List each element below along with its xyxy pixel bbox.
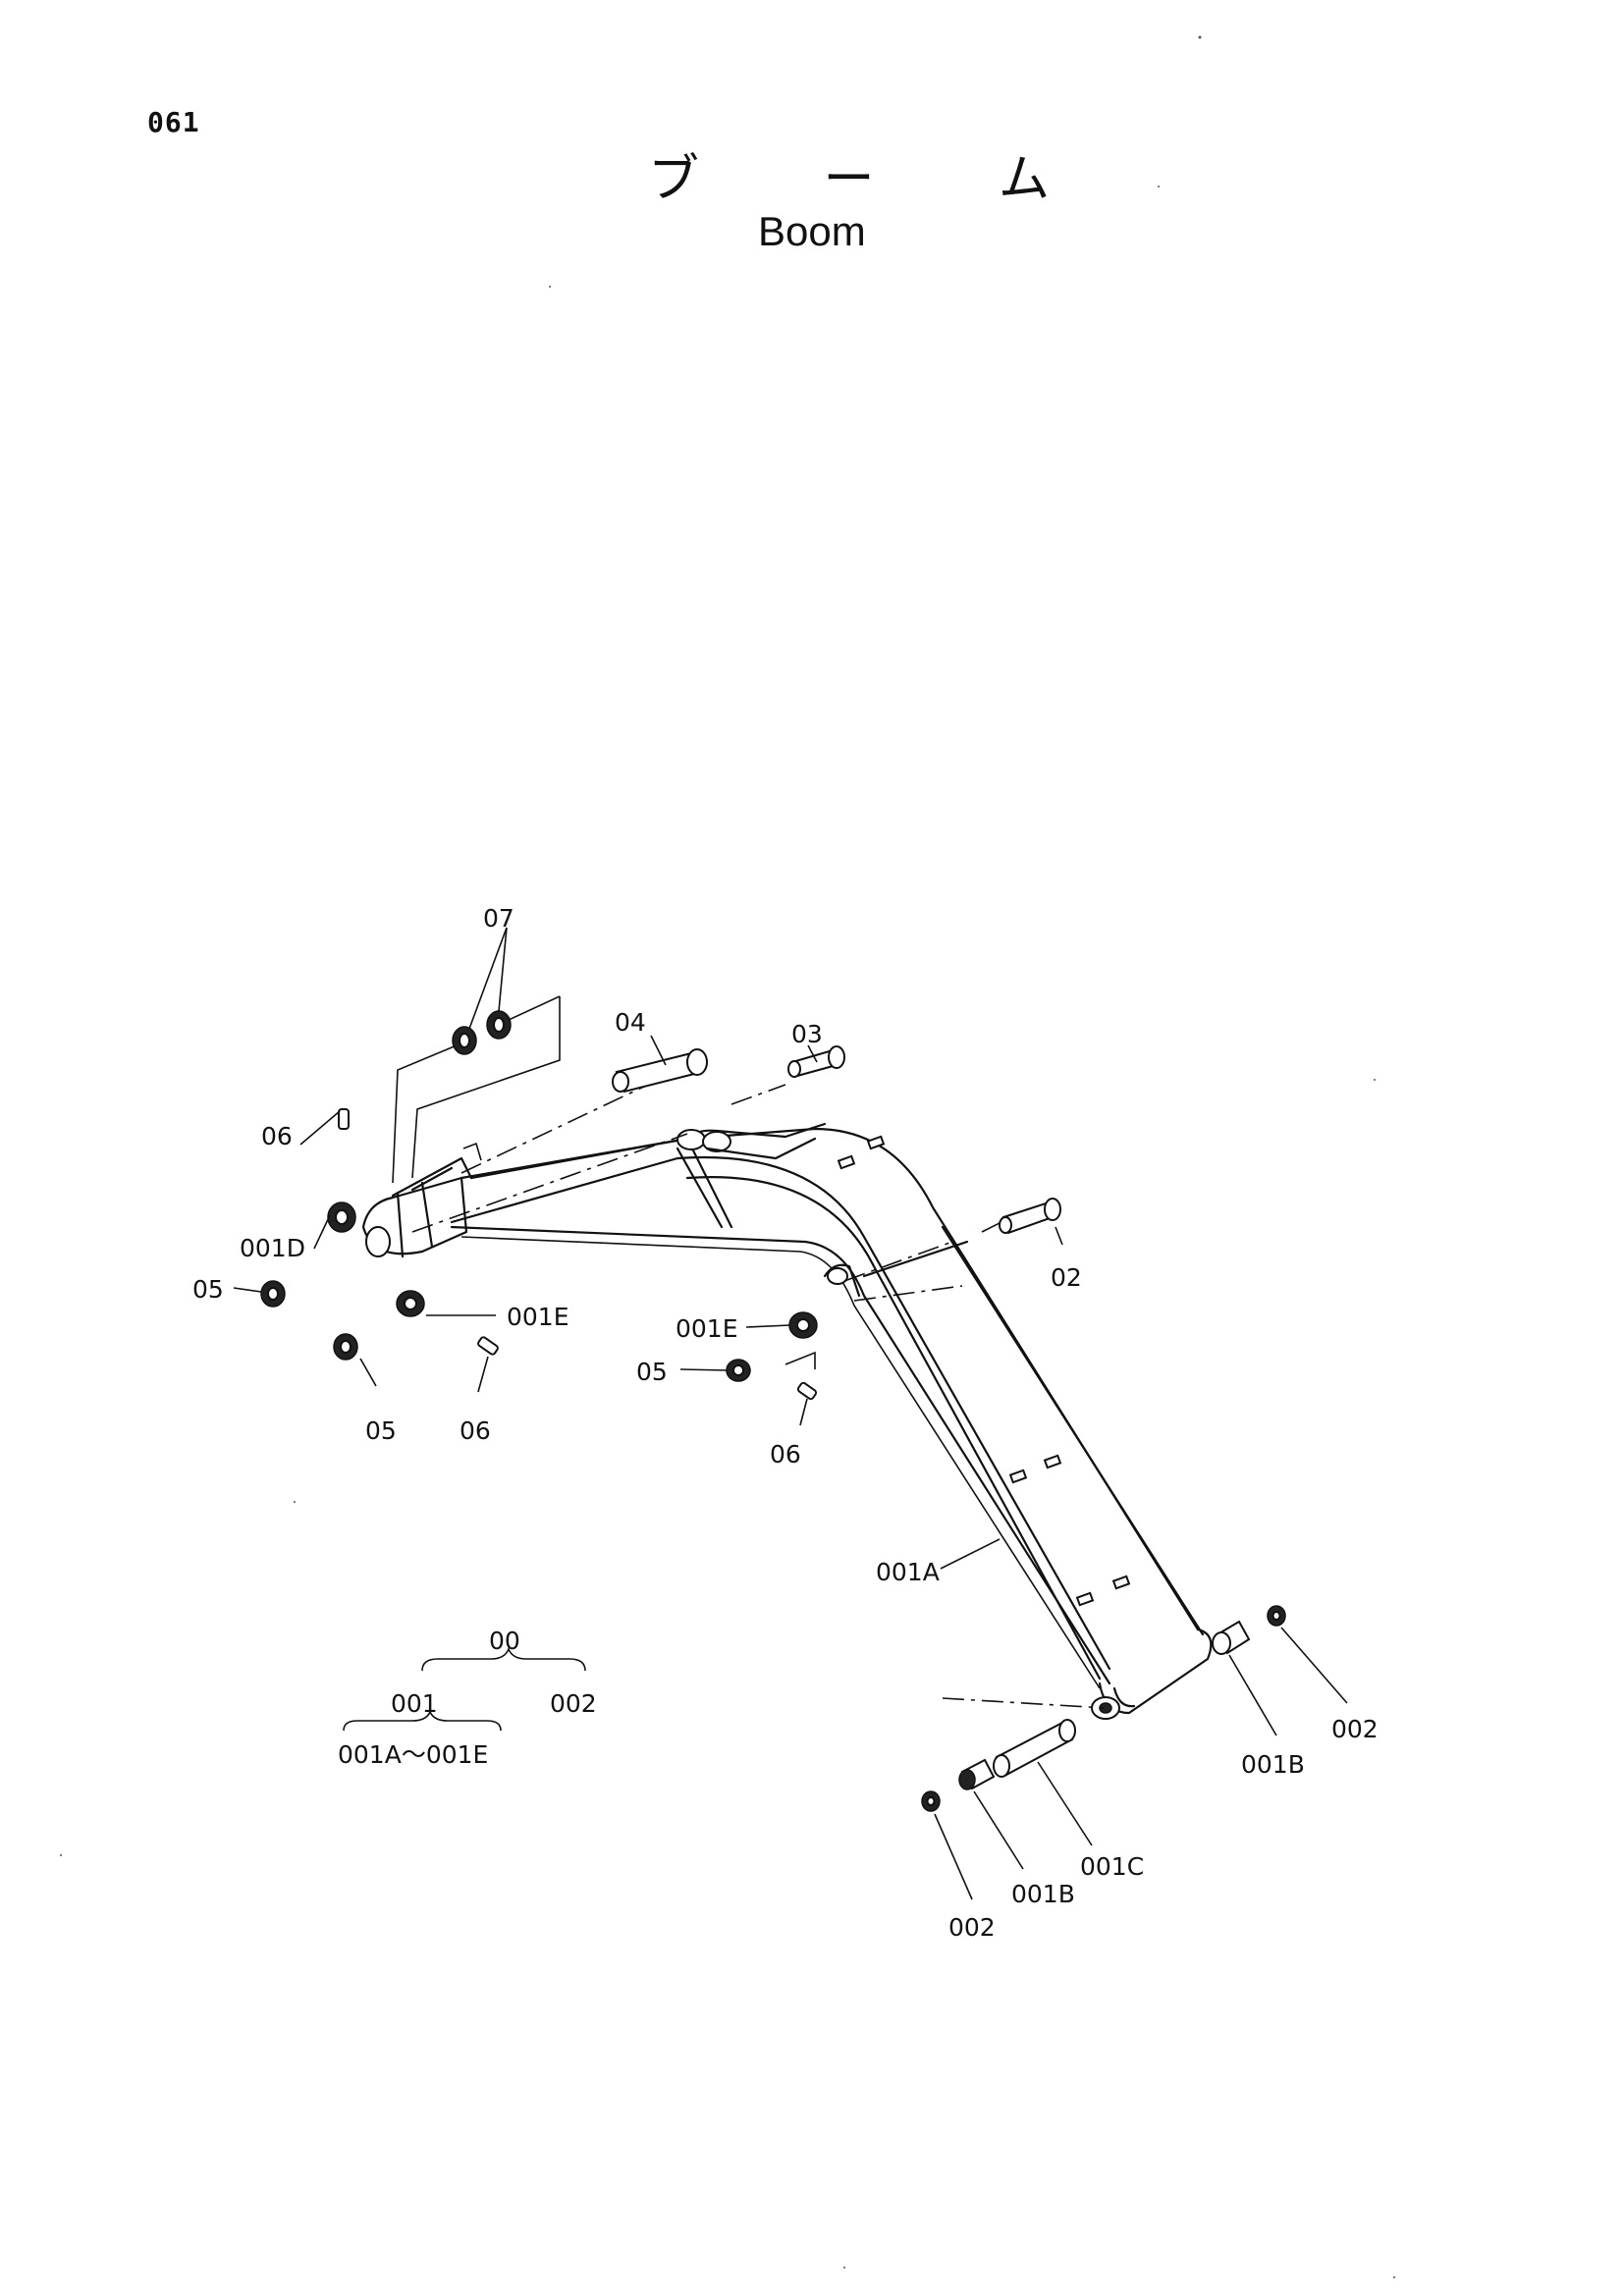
legend-002: 002 <box>550 1689 597 1718</box>
label-05-lower: 05 <box>365 1416 397 1445</box>
part-labels: 07 04 03 06 001D 05 001E 05 06 001E 05 0… <box>192 904 1379 1942</box>
assembly-guide-lines <box>392 995 1106 1709</box>
pin-001C <box>993 1719 1076 1778</box>
label-05-right: 05 <box>636 1358 668 1386</box>
pin-06-lower-right <box>796 1381 818 1401</box>
label-001C: 001C <box>1080 1852 1144 1881</box>
bushing-001D <box>327 1201 356 1233</box>
legend-00: 00 <box>489 1627 520 1655</box>
pin-03 <box>787 1045 845 1078</box>
washer-05-left <box>260 1280 286 1308</box>
label-001A: 001A <box>876 1558 940 1586</box>
label-02: 02 <box>1051 1263 1082 1292</box>
legend-001: 001 <box>391 1689 438 1718</box>
label-06-lower-left: 06 <box>460 1416 491 1445</box>
title-japanese: ブ ー ム <box>648 150 1105 209</box>
label-06-upper: 06 <box>261 1122 293 1150</box>
washer-05-right <box>726 1359 751 1382</box>
washer-002-left <box>921 1790 941 1812</box>
bushing-001E-right <box>788 1311 818 1339</box>
label-001B-right: 001B <box>1241 1750 1305 1779</box>
label-002-right: 002 <box>1331 1715 1379 1743</box>
page-number: 061 <box>147 106 200 138</box>
scan-specks <box>60 35 1395 2278</box>
label-07: 07 <box>483 904 514 933</box>
label-03: 03 <box>791 1020 823 1048</box>
bushing-001B-left <box>958 1758 996 1790</box>
bushing-001B-right <box>1212 1620 1251 1655</box>
bushing-001E-left <box>396 1290 425 1317</box>
washer-002-right <box>1267 1605 1286 1627</box>
label-05-left: 05 <box>192 1275 224 1304</box>
label-04: 04 <box>615 1008 646 1037</box>
label-002-left: 002 <box>948 1913 996 1942</box>
title-english: Boom <box>758 208 866 254</box>
washers-07 <box>452 1010 512 1055</box>
label-001B-left: 001B <box>1011 1880 1075 1908</box>
label-001E-right: 001E <box>676 1314 738 1343</box>
pin-04 <box>612 1048 708 1094</box>
legend-001A-001E: 001A～001E <box>338 1740 488 1769</box>
label-001D: 001D <box>240 1234 305 1262</box>
label-06-lower-right: 06 <box>770 1440 801 1468</box>
washer-05-lower <box>333 1333 358 1361</box>
pin-02 <box>999 1198 1061 1235</box>
assembly-legend: 00 001 002 001A～001E <box>338 1627 597 1769</box>
label-001E-left: 001E <box>507 1303 569 1331</box>
leader-lines <box>233 927 1348 1900</box>
pin-06-upper <box>338 1108 350 1130</box>
pin-06-lower-left <box>477 1336 499 1356</box>
